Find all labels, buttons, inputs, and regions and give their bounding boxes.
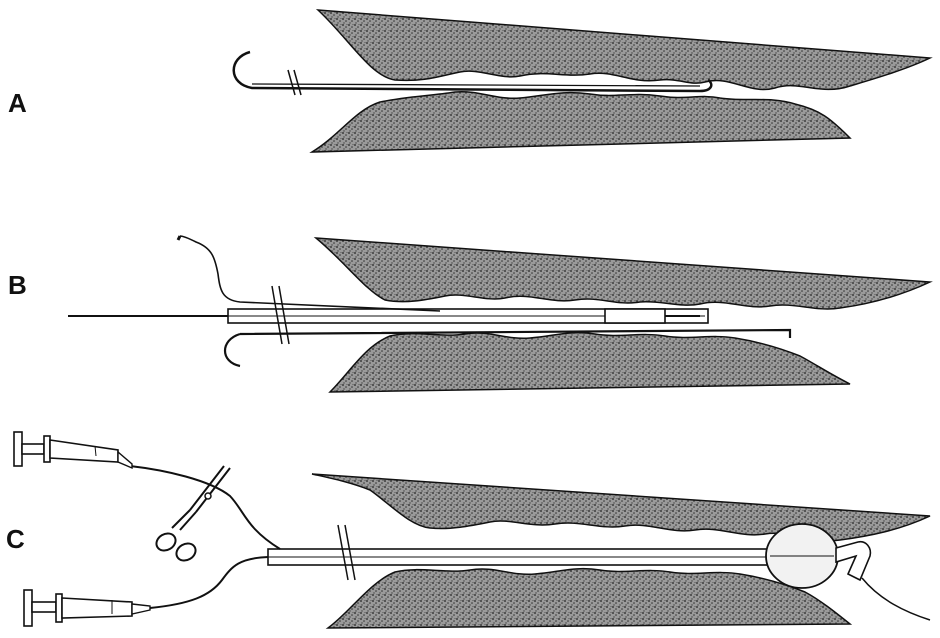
hemostat-clamp-icon (153, 466, 230, 564)
panel-c-catheter (268, 525, 778, 580)
panel-label-a: A (8, 90, 27, 116)
panel-b-lower-vessel-wall (330, 333, 850, 392)
balloon-icon (766, 524, 838, 588)
panel-b-upper-vessel-wall (316, 238, 930, 309)
panel-b-lead-tip (178, 236, 180, 240)
panel-label-b: B (8, 272, 27, 298)
panel-c-upper-tube (130, 466, 280, 549)
panel-c-upper-vessel-wall (312, 474, 930, 541)
panel-c-lower-vessel-wall (328, 569, 850, 628)
panel-b (68, 236, 930, 392)
panel-a-lower-vessel-wall (312, 92, 850, 152)
panel-c-lower-tube (150, 557, 268, 608)
panel-a-upper-vessel-wall (318, 10, 930, 90)
syringe-icon-lower (24, 590, 150, 626)
syringe-icon (14, 432, 132, 468)
panel-a (234, 10, 930, 152)
panel-c-tail-wire (862, 578, 930, 620)
panel-label-c: C (6, 526, 25, 552)
panel-c (14, 432, 930, 628)
panel-c-distal-tip (836, 542, 870, 580)
